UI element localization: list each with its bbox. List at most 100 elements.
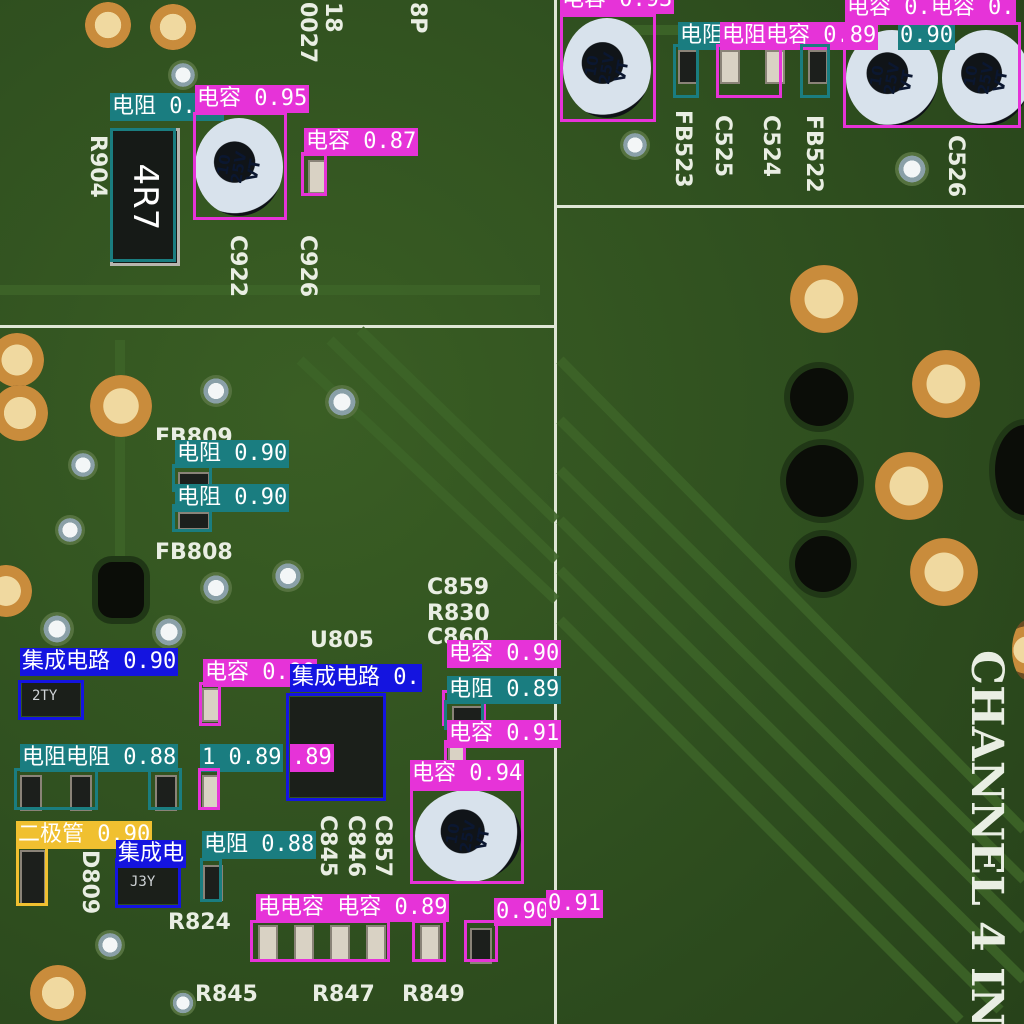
solder-pad [30, 965, 86, 1021]
detection-box-resistor [673, 44, 699, 98]
detection-label-resistor: 电阻 0.90 [175, 484, 290, 512]
silk-top-18: 18 [320, 2, 345, 33]
detection-box-capacitor [198, 768, 220, 810]
detection-label-capacitor: 电容 0.90 [447, 640, 562, 668]
via [895, 152, 929, 186]
via [68, 450, 98, 480]
via [620, 130, 650, 160]
detection-box-capacitor [412, 920, 446, 962]
mounting-hole [98, 562, 144, 618]
mounting-hole [795, 536, 851, 592]
smd-resistor [155, 775, 177, 811]
board-divider [0, 325, 556, 328]
silk-c524: C524 [758, 115, 783, 178]
detection-label-capacitor: 电容 0.93 [560, 0, 675, 14]
silk-fb522: FB522 [801, 115, 826, 193]
ic-sot23: 2TY [22, 680, 80, 716]
board-divider [556, 205, 1024, 208]
board-divider [554, 0, 557, 1024]
detection-box-ic [18, 680, 84, 720]
smd-resistor [20, 775, 42, 811]
mounting-hole [790, 368, 848, 426]
silk-c525: C525 [710, 115, 735, 178]
silk-c845: C845 [315, 815, 340, 878]
via [200, 572, 232, 604]
ic-marking: J3Y [130, 874, 156, 890]
detection-label-resistor: 电阻 0.89 [447, 676, 562, 704]
detection-box-capacitor [560, 14, 656, 122]
detection-box-resistor [110, 128, 176, 262]
silk-r830: R830 [427, 601, 490, 626]
solder-pad [1012, 620, 1024, 680]
silk-c859: C859 [427, 575, 490, 600]
silk-c926: C926 [295, 235, 320, 298]
silk-fb808: FB808 [155, 540, 233, 565]
via [272, 560, 304, 592]
solder-pad [150, 4, 196, 50]
solder-pad [875, 452, 943, 520]
detection-box-resistor [800, 44, 830, 98]
detection-label-capacitor: 电容 0.94 [410, 760, 525, 788]
smd-capacitor [470, 928, 492, 964]
silk-fb523: FB523 [670, 110, 695, 188]
detection-label-ic: 集成电 [116, 840, 187, 868]
silk-u805: U805 [310, 628, 374, 653]
silk-c846: C846 [343, 815, 368, 878]
detection-label-resistor: 电阻 0.88 [202, 831, 317, 859]
detection-label-resistor: 0.90 [898, 22, 955, 50]
detection-box-capacitor [410, 788, 524, 884]
silk-r824: R824 [168, 910, 231, 935]
solder-pad [0, 385, 48, 441]
detection-label-resistor: 1 0.89 [200, 744, 284, 772]
detection-box-ic [286, 693, 386, 801]
smd-capacitor [720, 50, 740, 84]
solder-pad [912, 350, 980, 418]
detection-label-capacitor: 0.91 [546, 890, 603, 918]
detection-label-capacitor: 电容 0.91 [447, 720, 562, 748]
detection-box-capacitor [716, 44, 782, 98]
via [170, 990, 196, 1016]
mounting-hole [786, 445, 858, 517]
detection-label-capacitor: 电容 0.87 [304, 128, 419, 156]
detection-label-capacitor: .89 [290, 744, 334, 772]
solder-pad [790, 265, 858, 333]
detection-label-capacitor: 电容 0.95 [195, 85, 310, 113]
detection-box-capacitor [193, 112, 287, 220]
silk-r845: R845 [195, 982, 258, 1007]
via [95, 930, 125, 960]
detection-label-ic: 集成电路 0.90 [20, 648, 179, 676]
detection-label-ic: 集成电路 0. [290, 664, 422, 692]
detection-box-capacitor [301, 152, 327, 196]
detection-label-capacitor: 电容 0.电容 0. [845, 0, 1017, 22]
detection-label-capacitor: 电阻电容 0.89 [720, 22, 879, 50]
detection-box-resistor [200, 858, 222, 902]
silk-channel-4-in: CHANNEL 4 IN [961, 650, 1012, 1024]
via [152, 615, 186, 649]
silk-c857: C857 [370, 815, 395, 878]
via [200, 375, 232, 407]
detection-box-capacitor [250, 920, 390, 962]
silk-top-8p: 8P [405, 2, 430, 34]
silk-c526: C526 [943, 135, 968, 198]
detection-label-resistor: 电阻 [678, 22, 727, 50]
silk-r849: R849 [402, 982, 465, 1007]
solder-pad [85, 2, 131, 48]
silk-fb809: FB809 [155, 425, 233, 450]
silk-top-0027: 0027 [295, 2, 320, 64]
solder-pad [90, 375, 152, 437]
detection-box-capacitor [843, 22, 1021, 128]
detection-label-resistor: 电阻电阻 0.88 [20, 744, 179, 772]
detection-box-resistor [14, 768, 98, 810]
detection-label-resistor: 电阻 0.90 [175, 440, 290, 468]
ic-sot23: J3Y [118, 862, 178, 904]
silk-d809: D809 [77, 850, 102, 915]
solder-pad [0, 333, 44, 387]
silk-c922: C922 [225, 235, 250, 298]
detection-label-capacitor: 0.90 [494, 898, 551, 926]
detection-label-capacitor: 电电容 电容 0.89 [256, 894, 450, 922]
